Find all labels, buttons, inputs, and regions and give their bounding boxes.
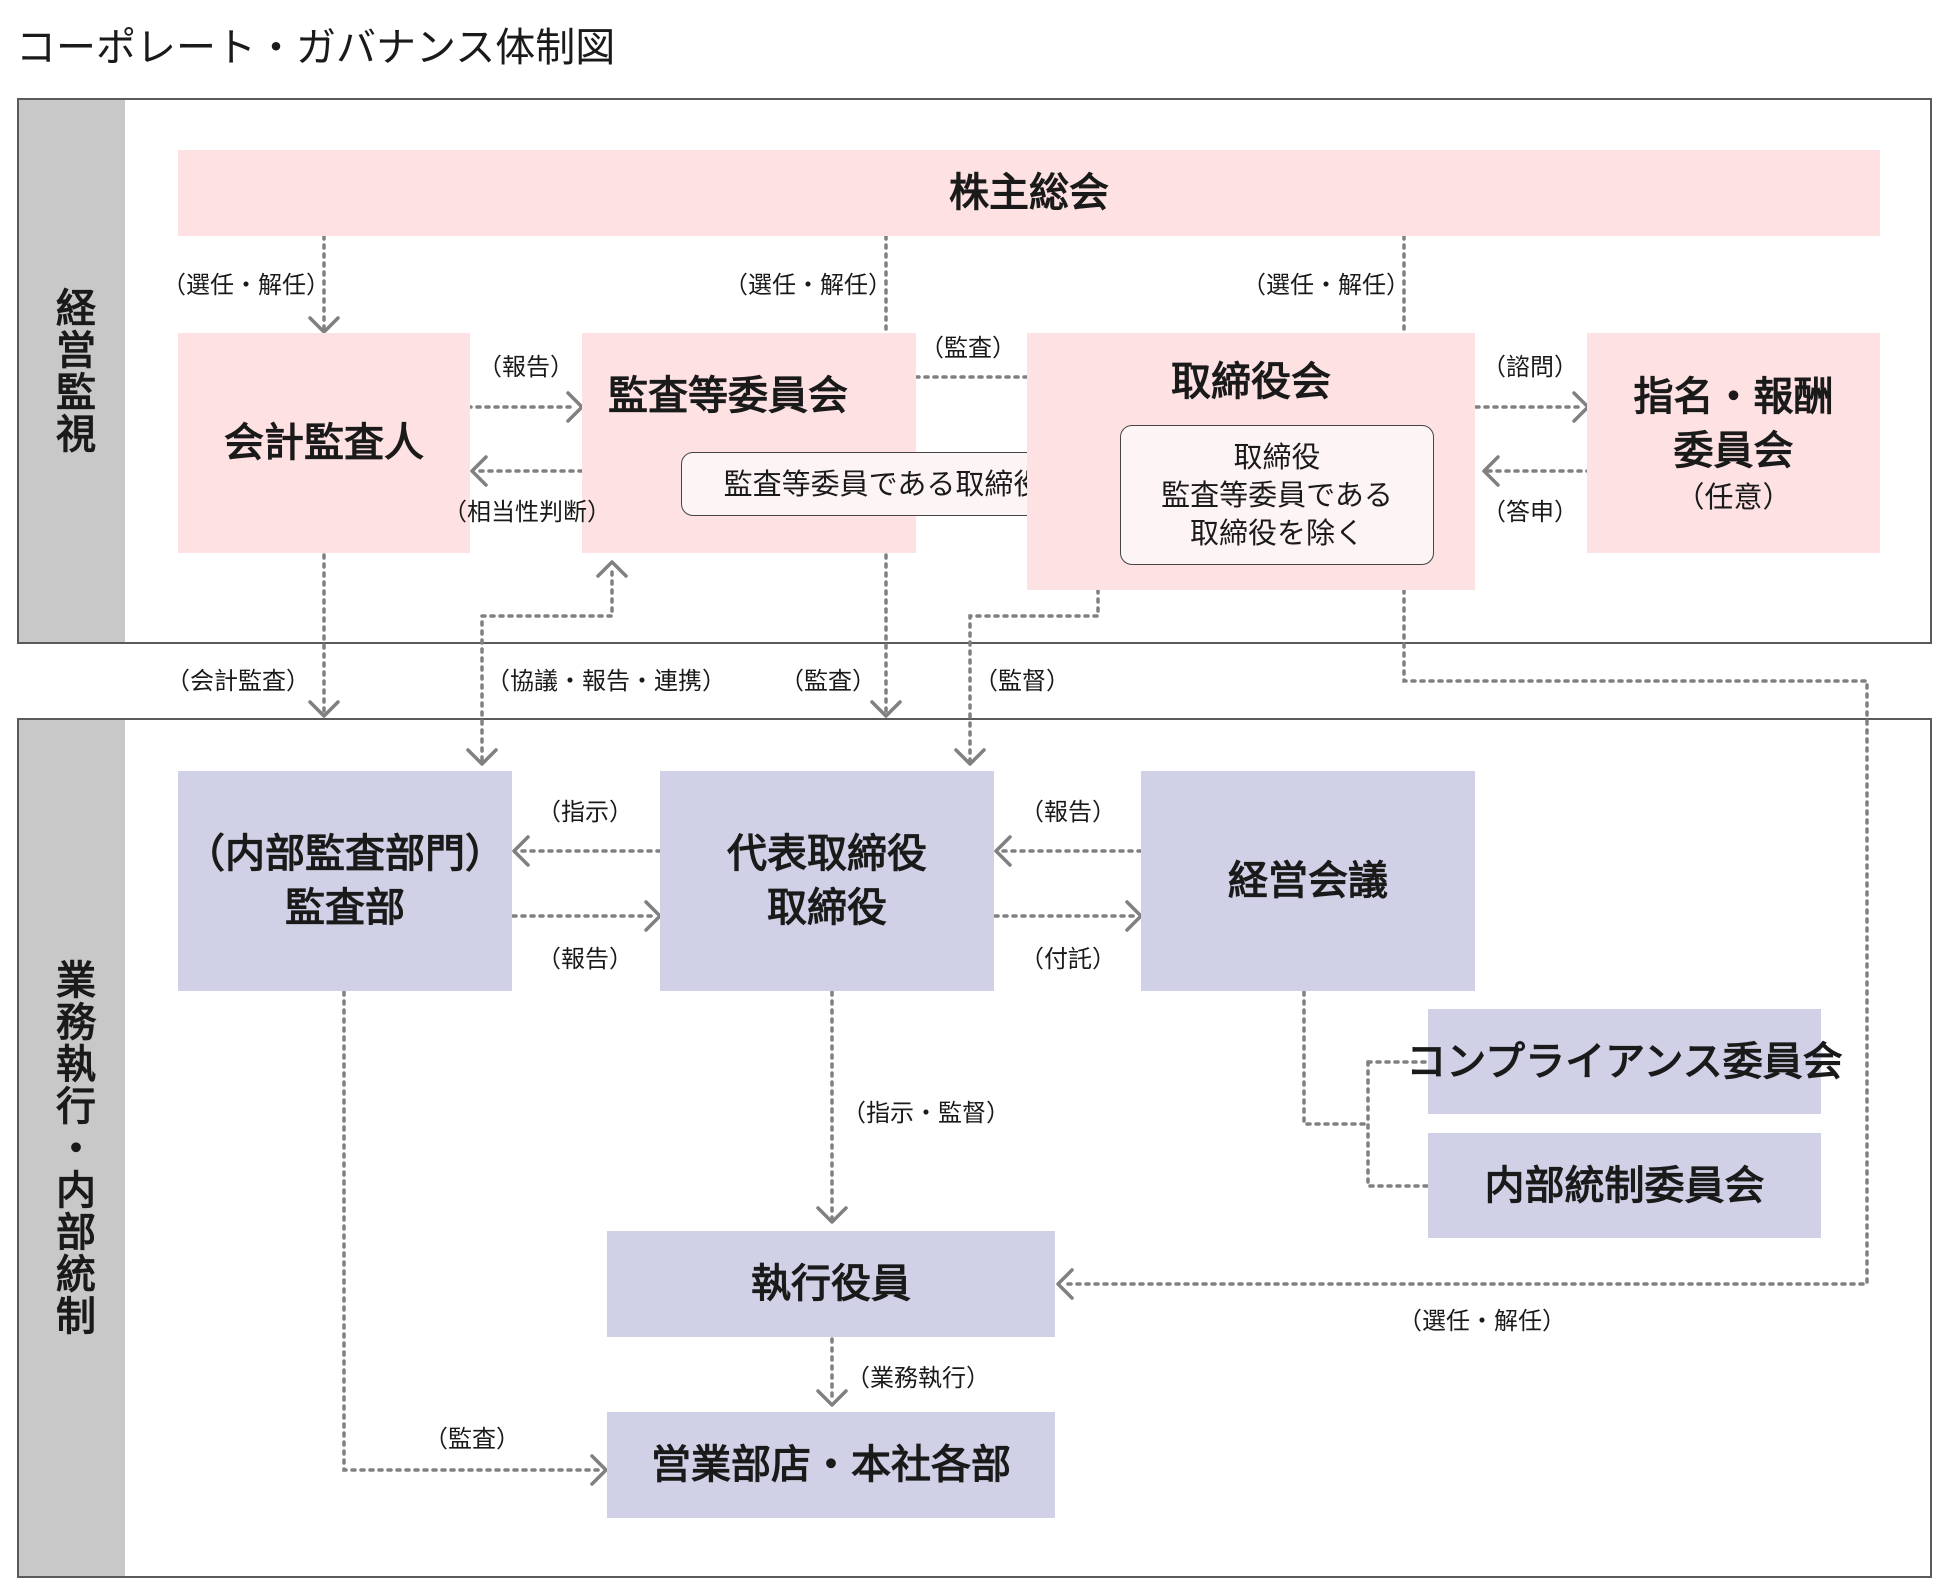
representative-director-line1: 代表取締役: [727, 831, 927, 877]
label-audit-rep: （監査）: [780, 667, 876, 695]
oversight-sidebar: 経営監視: [19, 100, 125, 642]
internal-audit-line2: 監査部: [285, 885, 405, 931]
board-directors-title: 取締役: [1233, 440, 1321, 474]
compliance-committee-label: コンプライアンス委員会: [1406, 1038, 1843, 1085]
execution-sidebar: 業務執行・内部統制: [19, 720, 125, 1576]
representative-director-box: 代表取締役 取締役: [660, 771, 994, 991]
label-cooperation: （協議・報告・連携）: [486, 667, 726, 695]
accounting-auditor-label: 会計監査人: [224, 420, 424, 466]
label-report-internal-audit: （報告）: [537, 945, 633, 973]
internal-control-committee-label: 内部統制委員会: [1484, 1162, 1765, 1209]
board-directors-box: 取締役 監査等委員である 取締役を除く: [1120, 425, 1434, 565]
nomination-committee-box: 指名・報酬 委員会 （任意）: [1587, 333, 1880, 553]
board-label: 取締役会: [1171, 359, 1331, 405]
internal-control-committee-box: 内部統制委員会: [1428, 1133, 1821, 1238]
shareholders-meeting-box: 株主総会: [178, 150, 1880, 236]
label-reply: （答申）: [1482, 498, 1578, 526]
audit-committee-label: 監査等委員会: [608, 373, 848, 419]
management-meeting-label: 経営会議: [1228, 858, 1388, 904]
oversight-section-label: 経営監視: [49, 287, 95, 455]
management-meeting-box: 経営会議: [1141, 771, 1475, 991]
executive-officers-box: 執行役員: [607, 1231, 1055, 1337]
accounting-auditor-box: 会計監査人: [178, 333, 470, 553]
shareholders-meeting-label: 株主総会: [949, 170, 1109, 216]
label-consult: （諮問）: [1482, 353, 1578, 381]
branches-box: 営業部店・本社各部: [607, 1412, 1055, 1518]
representative-director-line2: 取締役: [767, 885, 887, 931]
label-elect-board: （選任・解任）: [1242, 271, 1410, 299]
label-appropriateness: （相当性判断）: [443, 498, 611, 526]
label-entrust: （付託）: [1020, 945, 1116, 973]
label-report-to-committee: （報告）: [478, 353, 574, 381]
nomination-committee-note: （任意）: [1675, 480, 1792, 514]
audit-committee-box: 監査等委員会: [582, 333, 916, 553]
board-directors-line1: 監査等委員である: [1161, 478, 1393, 512]
label-elect-officers: （選任・解任）: [1398, 1307, 1566, 1335]
board-directors-line2: 取締役を除く: [1189, 516, 1364, 550]
compliance-committee-box: コンプライアンス委員会: [1406, 1009, 1843, 1114]
label-instruct-supervise: （指示・監督）: [842, 1099, 1010, 1127]
label-elect-audit-committee: （選任・解任）: [724, 271, 892, 299]
executive-officers-label: 執行役員: [751, 1261, 911, 1307]
internal-audit-line1: （内部監査部門）: [185, 831, 505, 877]
label-elect-auditor: （選任・解任）: [162, 271, 330, 299]
audit-committee-directors-box: 監査等委員である取締役: [681, 452, 1085, 516]
nomination-committee-line1: 指名・報酬: [1633, 374, 1834, 420]
label-accounting-audit: （会計監査）: [166, 667, 310, 695]
branches-label: 営業部店・本社各部: [651, 1442, 1011, 1488]
audit-committee-directors-label: 監査等委員である取締役: [723, 467, 1043, 501]
label-supervise: （監督）: [974, 667, 1070, 695]
label-audit-board: （監査）: [920, 334, 1016, 362]
label-audit-branches: （監査）: [424, 1425, 520, 1453]
label-instruct: （指示）: [537, 798, 633, 826]
page-title: コーポレート・ガバナンス体制図: [16, 25, 616, 71]
execution-section-label: 業務執行・内部統制: [49, 959, 95, 1337]
nomination-committee-line2: 委員会: [1673, 428, 1794, 474]
internal-audit-box: （内部監査部門） 監査部: [178, 771, 512, 991]
label-business-execution: （業務執行）: [846, 1364, 990, 1392]
label-report-management: （報告）: [1020, 798, 1116, 826]
